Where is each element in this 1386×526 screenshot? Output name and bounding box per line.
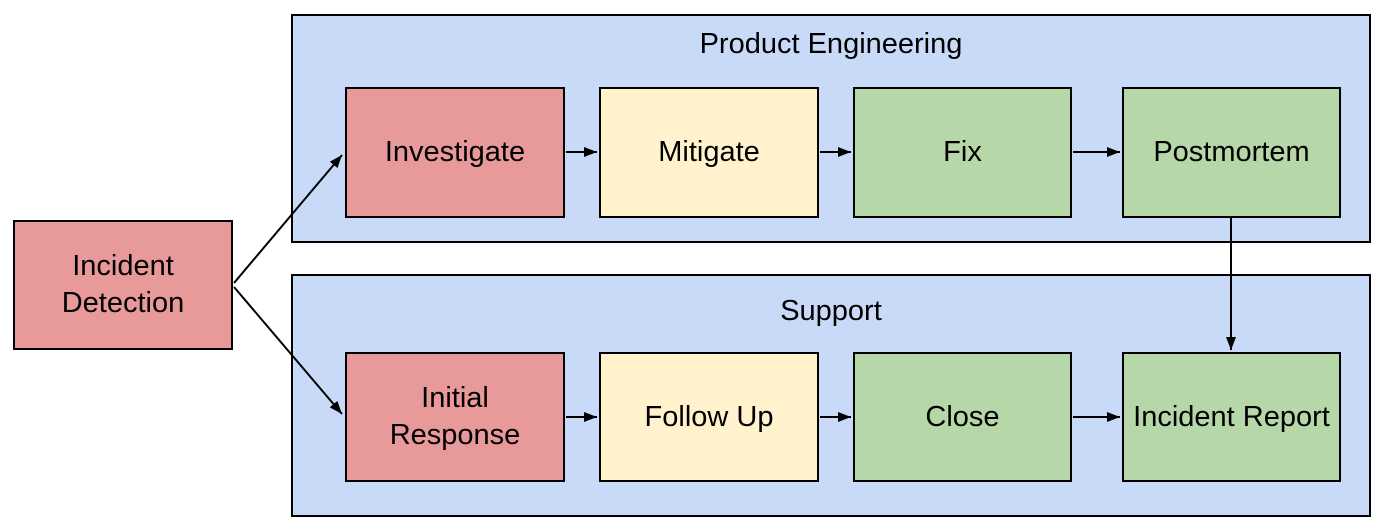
- lane-title-support: Support: [780, 295, 882, 327]
- node-incident-report: Incident Report: [1122, 352, 1341, 482]
- node-initial-response: Initial Response: [345, 352, 565, 482]
- node-incident-detection: Incident Detection: [13, 220, 233, 350]
- node-follow-up: Follow Up: [599, 352, 819, 482]
- node-fix: Fix: [853, 87, 1072, 218]
- lane-title-product-engineering: Product Engineering: [699, 28, 963, 60]
- node-investigate: Investigate: [345, 87, 565, 218]
- node-close: Close: [853, 352, 1072, 482]
- node-mitigate: Mitigate: [599, 87, 819, 218]
- node-postmortem: Postmortem: [1122, 87, 1341, 218]
